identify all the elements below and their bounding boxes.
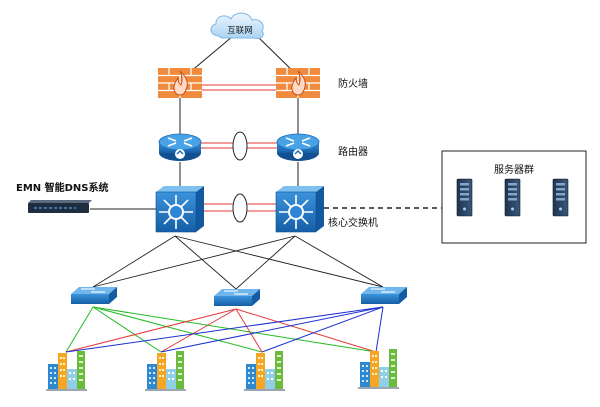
internet-label: 互联网 bbox=[227, 26, 253, 36]
building-icon bbox=[46, 351, 87, 391]
server-icon bbox=[552, 178, 569, 217]
router-label: 路由器 bbox=[338, 145, 368, 158]
layer3-switch-icon bbox=[155, 185, 205, 233]
server-icon bbox=[504, 178, 521, 217]
layer3-switch-icon bbox=[275, 185, 325, 233]
router-ha-ellipse bbox=[232, 131, 248, 161]
access-switch-icon bbox=[70, 286, 118, 305]
firewall-label: 防火墙 bbox=[338, 77, 368, 90]
access-switch-icon bbox=[360, 286, 408, 305]
firewall-icon bbox=[157, 67, 203, 99]
server-icon bbox=[456, 178, 473, 217]
building-icon bbox=[244, 351, 285, 391]
router-icon bbox=[276, 133, 320, 162]
building-icon bbox=[145, 351, 186, 391]
dns-appliance-icon bbox=[28, 200, 92, 213]
server-cluster-label: 服务器群 bbox=[494, 163, 534, 176]
dns-system-label: EMN 智能DNS系统 bbox=[16, 181, 109, 194]
firewall-icon bbox=[275, 67, 321, 99]
building-icon bbox=[358, 349, 399, 389]
access-switch-icon bbox=[213, 288, 261, 307]
internet-cloud-icon: 互联网 bbox=[210, 12, 264, 39]
router-icon bbox=[158, 133, 202, 162]
core-switch-label: 核心交换机 bbox=[328, 216, 378, 229]
core-ha-ellipse bbox=[232, 193, 248, 223]
links bbox=[65, 35, 442, 353]
